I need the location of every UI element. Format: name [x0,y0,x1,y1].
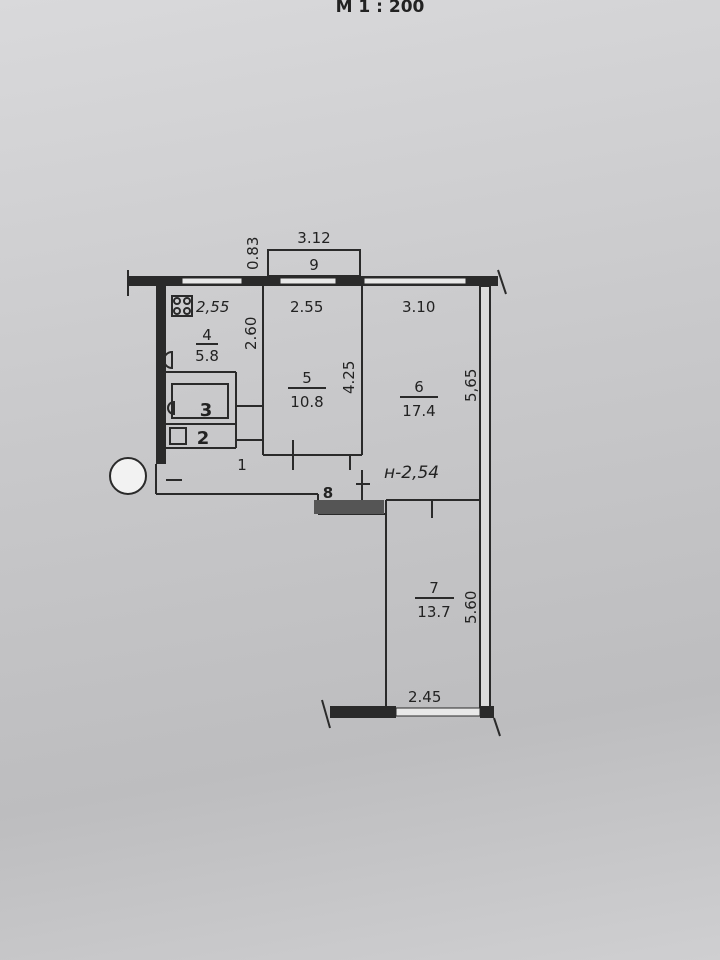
dim-kitchen-length: 2.60 [242,317,260,350]
room9-number: 9 [309,256,319,274]
bottom-wall [321,699,501,737]
room4-area: 5.8 [195,347,219,365]
room6-number: 6 [414,378,424,396]
dim-room6-length: 5,65 [462,369,480,402]
dim-balcony-width: 3.12 [297,229,330,247]
room8-number: 8 [323,484,333,502]
dim-room5-length: 4.25 [340,361,358,394]
room3-number: 3 [200,400,213,421]
basin-icon [167,400,175,416]
room5-area: 10.8 [290,393,323,411]
dim-room7-width: 2.45 [408,688,441,706]
entrance-circle [109,457,147,495]
left-wall [156,286,166,464]
room7-area: 13.7 [417,603,450,621]
room7-number: 7 [429,579,439,597]
scale-label: М 1 : 200 [336,0,425,17]
room2-number: 2 [197,428,210,449]
corridor-walls [155,464,480,712]
dim-room7-length: 5.60 [462,591,480,624]
dim-balcony-depth: 0.83 [244,237,262,270]
room6-area: 17.4 [402,402,435,420]
dim-kitchen-width: 2,55 [196,298,229,316]
room4-number: 4 [202,326,212,344]
room1-number: 1 [237,456,247,474]
room5-number: 5 [302,369,312,387]
stove-icon [171,295,193,317]
dim-room6-width: 3.10 [402,298,435,316]
level-mark: н-2,54 [384,463,439,483]
top-wall [127,269,507,296]
kitchen-walls [166,371,262,449]
right-wall [479,285,491,713]
dim-room5-width: 2.55 [290,298,323,316]
sink-icon [163,350,173,370]
room5-walls [262,286,363,470]
